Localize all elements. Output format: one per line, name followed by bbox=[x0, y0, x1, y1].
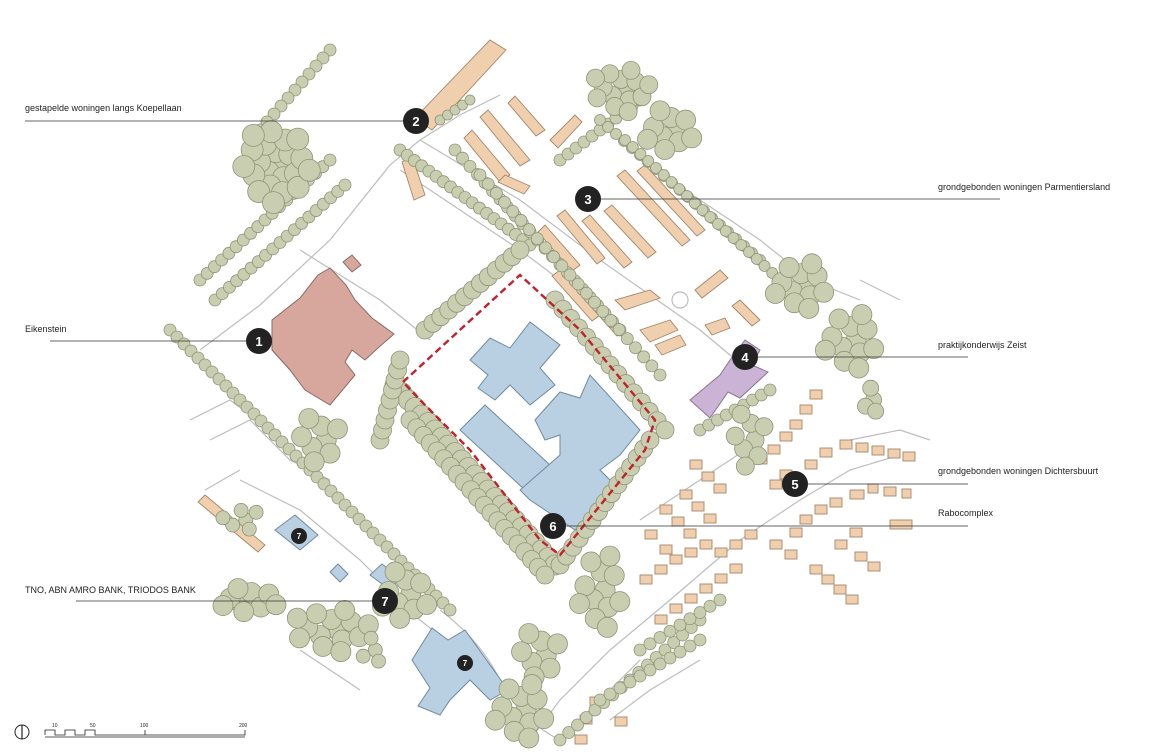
marker-3[interactable]: 3 bbox=[575, 186, 601, 212]
marker-7[interactable]: 7 bbox=[372, 588, 398, 614]
svg-text:7: 7 bbox=[297, 532, 302, 541]
plan-boundary bbox=[401, 273, 657, 557]
label-rabocomplex: Rabocomplex bbox=[938, 508, 994, 518]
housing-blocks-south-east bbox=[197, 389, 916, 745]
label-parmentiersland: grondgebonden woningen Parmentiersland bbox=[938, 182, 1111, 192]
svg-text:2: 2 bbox=[412, 114, 419, 129]
svg-text:4: 4 bbox=[741, 350, 749, 365]
scale-label-200: 200 bbox=[239, 723, 248, 729]
building-eikenstein bbox=[271, 254, 395, 406]
marker-5[interactable]: 5 bbox=[782, 471, 808, 497]
svg-text:7: 7 bbox=[463, 659, 468, 668]
leader-lines bbox=[25, 120, 1000, 602]
scale-bar bbox=[44, 729, 246, 738]
svg-text:6: 6 bbox=[549, 519, 556, 534]
scale-label-10: 10 bbox=[52, 723, 58, 729]
label-praktijkonderwijs: praktijkonderwijs Zeist bbox=[938, 340, 1027, 350]
scale-label-50: 50 bbox=[90, 723, 96, 729]
svg-text:5: 5 bbox=[791, 477, 798, 492]
trees bbox=[163, 43, 885, 749]
marker-1[interactable]: 1 bbox=[246, 328, 272, 354]
label-koepellaan: gestapelde woningen langs Koepellaan bbox=[25, 103, 182, 113]
svg-text:7: 7 bbox=[381, 594, 388, 609]
marker-4[interactable]: 4 bbox=[732, 344, 758, 370]
marker-2[interactable]: 2 bbox=[403, 108, 429, 134]
label-dichtersbuurt: grondgebonden woningen Dichtersbuurt bbox=[938, 466, 1099, 476]
scale-label-100: 100 bbox=[140, 723, 149, 729]
marker-7-small-west[interactable]: 7 bbox=[291, 528, 307, 544]
svg-text:1: 1 bbox=[255, 334, 262, 349]
marker-7-small-south[interactable]: 7 bbox=[457, 655, 473, 671]
north-arrow-icon bbox=[14, 724, 30, 740]
label-eikenstein: Eikenstein bbox=[25, 324, 67, 334]
marker-6[interactable]: 6 bbox=[540, 513, 566, 539]
svg-text:3: 3 bbox=[584, 192, 591, 207]
label-tno: TNO, ABN AMRO BANK, TRIODOS BANK bbox=[25, 585, 196, 595]
